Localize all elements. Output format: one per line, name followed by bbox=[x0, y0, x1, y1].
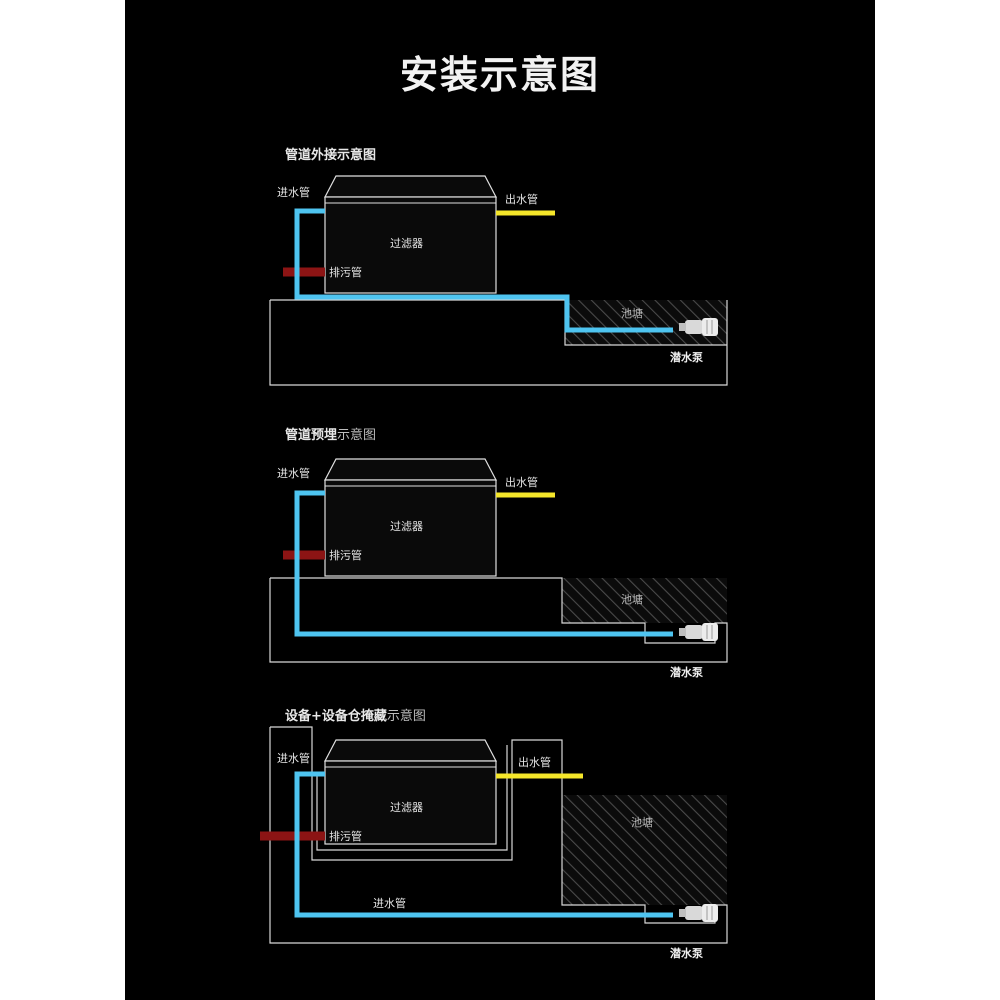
inlet-label: 进水管 bbox=[277, 467, 310, 480]
pond-label: 池塘 bbox=[631, 816, 653, 829]
inlet-pipe bbox=[294, 208, 673, 333]
filter-label: 过滤器 bbox=[390, 801, 423, 814]
section-2-title: 管道预埋示意图 bbox=[285, 428, 377, 443]
filter-box bbox=[324, 739, 497, 762]
pump-icon bbox=[678, 903, 719, 923]
ground-outline bbox=[269, 577, 728, 663]
outlet-label: 出水管 bbox=[505, 193, 538, 206]
filter-label: 过滤器 bbox=[390, 520, 423, 533]
pond-hatch bbox=[562, 795, 727, 905]
section-1-diagram bbox=[269, 175, 728, 386]
inlet-label: 进水管 bbox=[277, 186, 310, 199]
filter-body bbox=[324, 196, 497, 294]
page-title: 安装示意图 bbox=[399, 53, 600, 97]
section-3-diagram bbox=[260, 726, 728, 944]
inlet-label: 进水管 bbox=[277, 752, 310, 765]
section-2-diagram bbox=[269, 458, 728, 663]
cabinet-inner bbox=[316, 745, 508, 851]
diagram-panel: 安装示意图 管道外接示意图 进水管 出水管 过滤器 排污管 池塘 潜水泵 管道预… bbox=[125, 0, 875, 1000]
diagram-canvas bbox=[260, 175, 728, 944]
ground-outline bbox=[269, 726, 728, 944]
section-3-title: 设备+设备仓掩藏示意图 bbox=[285, 709, 426, 724]
pump-label: 潜水泵 bbox=[670, 947, 703, 960]
inlet-pipe bbox=[294, 771, 673, 918]
pond-label: 池塘 bbox=[621, 307, 643, 320]
pump-icon bbox=[678, 622, 719, 642]
filter-body bbox=[324, 760, 497, 845]
pond-label: 池塘 bbox=[621, 593, 643, 606]
drain-label: 排污管 bbox=[329, 266, 362, 279]
inlet-bottom-label: 进水管 bbox=[373, 897, 406, 910]
pump-label: 潜水泵 bbox=[670, 666, 703, 679]
filter-box bbox=[324, 175, 497, 198]
pond-hatch bbox=[562, 578, 727, 623]
outlet-label: 出水管 bbox=[505, 476, 538, 489]
filter-box bbox=[324, 458, 497, 481]
filter-body bbox=[324, 479, 497, 577]
section-1-title: 管道外接示意图 bbox=[285, 148, 377, 163]
drain-label: 排污管 bbox=[329, 830, 362, 843]
outlet-label: 出水管 bbox=[518, 756, 551, 769]
inlet-pipe bbox=[294, 490, 673, 637]
drain-label: 排污管 bbox=[329, 549, 362, 562]
filter-label: 过滤器 bbox=[390, 237, 423, 250]
pump-label: 潜水泵 bbox=[670, 351, 703, 364]
